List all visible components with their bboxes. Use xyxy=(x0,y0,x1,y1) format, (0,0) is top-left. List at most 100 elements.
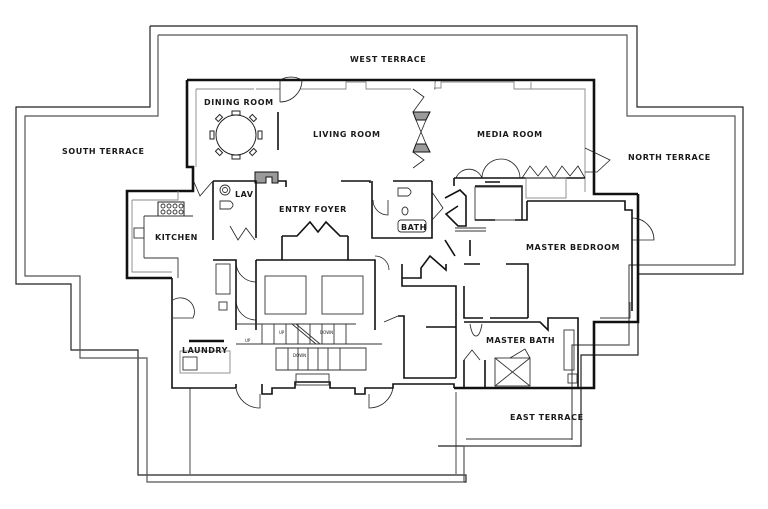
front-door-left xyxy=(235,387,261,409)
kitchen-inner xyxy=(132,191,179,201)
vanity xyxy=(563,329,575,371)
entry-closet-1 xyxy=(264,275,307,315)
mud-sink xyxy=(218,301,228,311)
terrace-inner-line xyxy=(158,34,736,440)
bath-toilet xyxy=(397,187,412,197)
entry-foyer: ENTRY FOYER xyxy=(235,205,390,330)
closet-door xyxy=(383,315,399,323)
dining-table xyxy=(215,114,257,156)
stair-break xyxy=(291,323,317,345)
terrace-south-inner xyxy=(24,35,571,483)
kitchen-counters xyxy=(143,215,193,278)
media-closets xyxy=(453,177,585,220)
closet-walls-b xyxy=(463,263,529,319)
master-bedroom: MASTER BEDROOM xyxy=(475,200,633,319)
dining-room: DINING ROOM xyxy=(204,76,303,160)
room-label-living: LIVING ROOM xyxy=(313,130,381,139)
south-wall-upper xyxy=(125,80,195,280)
room-label-entry: ENTRY FOYER xyxy=(279,205,347,214)
living-media-doors xyxy=(412,88,427,169)
stair-upper-run xyxy=(236,323,382,345)
dining-chairs xyxy=(209,110,263,160)
entry-side-doors xyxy=(235,261,257,321)
entry-core-walls xyxy=(255,259,376,330)
room-label-master-bath: MASTER BATH xyxy=(486,336,555,345)
closet-walls-a xyxy=(401,254,457,378)
south-wall-laundry xyxy=(171,278,236,389)
bedroom-inner-step xyxy=(600,302,631,319)
shower-door xyxy=(509,348,531,359)
laundry-hall-wall xyxy=(213,259,237,330)
master-bath-sink xyxy=(469,323,483,337)
stair-landing xyxy=(295,373,330,386)
master-terrace-door xyxy=(631,217,655,241)
hall-door-lines xyxy=(444,239,471,257)
lav-door xyxy=(229,225,256,241)
hall-closet-door xyxy=(444,189,467,227)
living-room: LIVING ROOM xyxy=(254,88,431,187)
entry-closet-2 xyxy=(321,275,364,315)
bath-hall-door xyxy=(431,191,444,221)
media-room: MEDIA ROOM xyxy=(453,130,611,221)
north-terrace-door xyxy=(584,147,611,173)
room-label-laundry: LAUNDRY xyxy=(182,346,228,355)
north-wall-lower xyxy=(454,194,640,390)
mud-counter xyxy=(215,263,231,295)
media-closet-box xyxy=(525,177,567,199)
terrace-label-east: EAST TERRACE xyxy=(510,413,584,422)
stair-label-down-1: DOWN xyxy=(320,330,333,335)
laundry: LAUNDRY xyxy=(172,259,237,374)
lav-sink xyxy=(219,184,231,196)
pocket-door-hatch-2 xyxy=(412,143,431,153)
hall-ledge xyxy=(455,227,486,232)
bedroom-walls xyxy=(515,200,633,311)
kitchen-inner-2 xyxy=(131,200,172,273)
stair-label-up-small: UP xyxy=(245,338,251,343)
hall-door xyxy=(374,255,390,271)
room-label-lav: LAV xyxy=(235,190,254,199)
lav-toilet xyxy=(219,200,234,210)
stairs: UP DOWN DOWN UP xyxy=(236,323,382,386)
laundry-counter xyxy=(179,350,231,374)
bath-sink xyxy=(401,206,409,216)
master-closets xyxy=(383,254,529,379)
shower xyxy=(494,357,531,387)
washer xyxy=(182,356,198,371)
west-wall xyxy=(187,78,638,196)
hall-closets xyxy=(444,189,486,257)
master-bath: MASTER BATH xyxy=(463,317,579,388)
hamper xyxy=(567,373,578,384)
room-label-media: MEDIA ROOM xyxy=(477,130,543,139)
stair-label-up: UP xyxy=(279,330,285,335)
interior-faces xyxy=(131,81,586,273)
entry-front-wall xyxy=(235,381,455,395)
stair-label-down-2: DOWN xyxy=(293,353,306,358)
room-label-bath: BATH xyxy=(401,223,427,232)
terrace-label-west: WEST TERRACE xyxy=(350,55,426,64)
lav-walls xyxy=(212,180,257,240)
kitchen: KITCHEN xyxy=(133,201,198,278)
media-cabinet xyxy=(474,186,523,221)
wc-walls xyxy=(463,360,486,388)
media-closet-doors xyxy=(455,158,521,179)
terrace-label-north: NORTH TERRACE xyxy=(628,153,711,162)
dining-door xyxy=(279,76,303,103)
bath: BATH xyxy=(371,180,444,239)
master-bath-walls xyxy=(464,317,579,388)
room-label-master-bedroom: MASTER BEDROOM xyxy=(526,243,620,252)
closet-walls-c xyxy=(398,315,456,379)
living-entry-walls xyxy=(278,180,371,187)
front-door-right xyxy=(368,387,394,409)
pocket-door-hatch-1 xyxy=(412,111,431,121)
laundry-exterior-door xyxy=(172,297,195,319)
media-bifold-doors xyxy=(521,165,586,179)
room-label-kitchen: KITCHEN xyxy=(155,233,198,242)
bath-walls xyxy=(371,180,433,239)
kitchen-sink xyxy=(133,227,145,239)
west-wall-inner xyxy=(196,81,586,192)
shower-x xyxy=(494,357,531,387)
lav: LAV xyxy=(193,180,257,241)
bath-tub xyxy=(397,219,427,233)
kitchen-door xyxy=(193,181,213,197)
